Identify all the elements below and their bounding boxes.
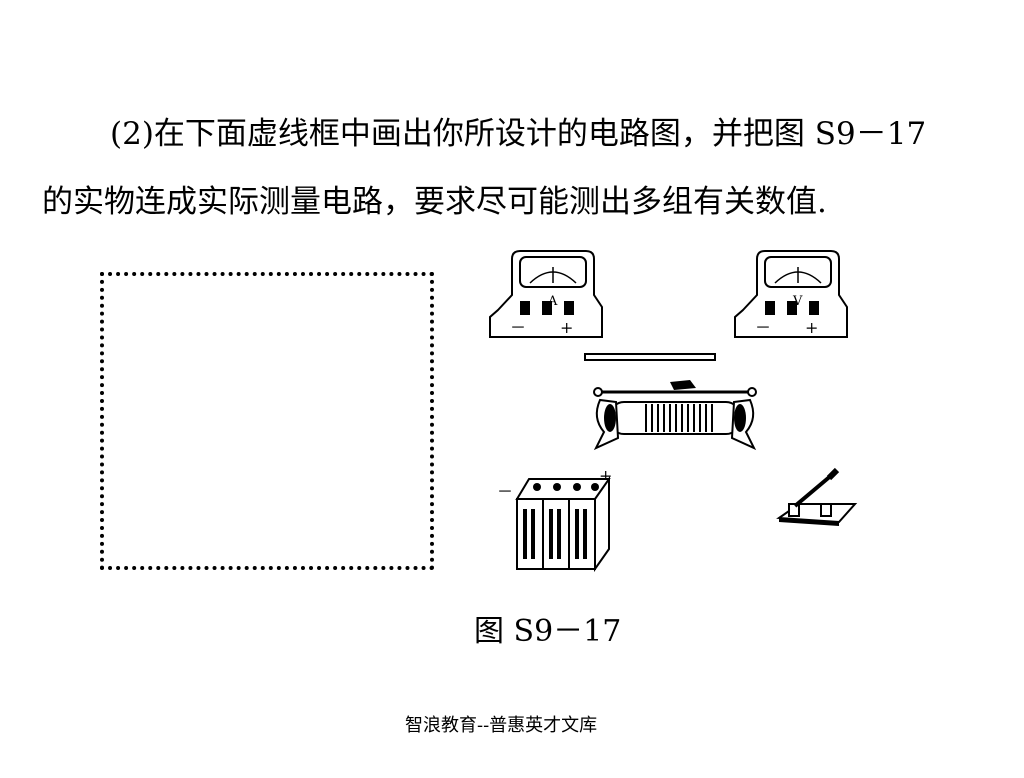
ammeter-icon: A － + (489, 250, 603, 338)
voltmeter-plus: + (805, 318, 818, 337)
voltmeter-icon: V － + (734, 250, 848, 338)
footer-text: 智浪教育--普惠英才文库 (405, 715, 598, 736)
resistance-wire-icon (584, 353, 716, 361)
rheostat-icon (593, 380, 757, 451)
voltmeter-symbol: V (792, 294, 803, 309)
figure-caption: 图 S9－17 (474, 614, 622, 649)
switch-icon (776, 467, 858, 526)
question-line-2: 的实物连成实际测量电路，要求尽可能测出多组有关数值. (42, 184, 827, 220)
ammeter-minus: － (510, 318, 526, 337)
ammeter-symbol: A (547, 294, 558, 309)
battery-minus: － (497, 482, 513, 501)
battery-icon: － + (497, 466, 612, 573)
apparatus-figure: A － + V － + (489, 250, 858, 573)
question-line-1: (2)在下面虚线框中画出你所设计的电路图，并把图 S9－17 (110, 116, 927, 152)
circuit-drawing-box (100, 272, 434, 570)
voltmeter-minus: － (755, 318, 771, 337)
ammeter-plus: + (560, 318, 573, 337)
